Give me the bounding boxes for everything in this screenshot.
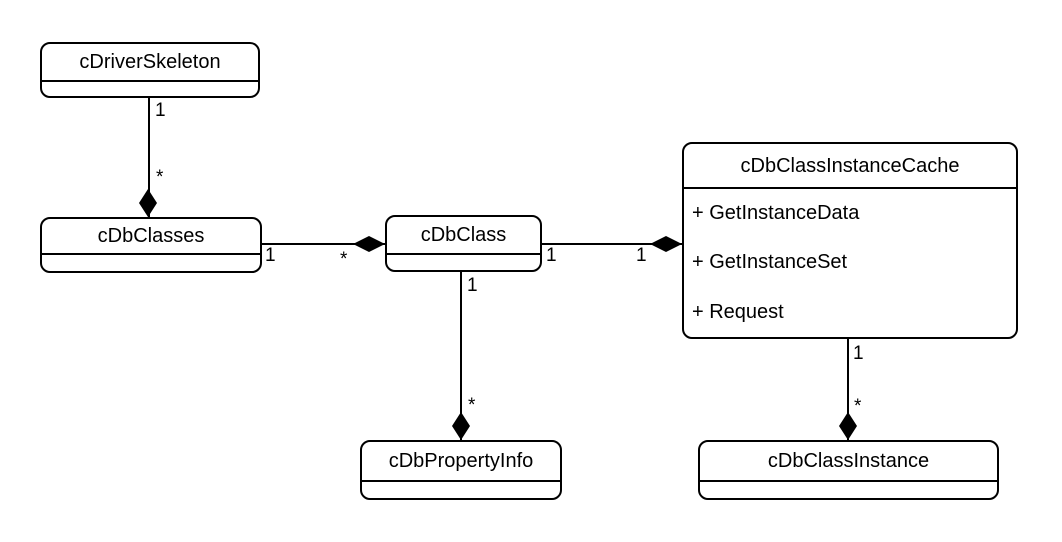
multiplicity-label: 1 (265, 245, 276, 266)
class-box-cdbclassinstancecache[interactable]: cDbClassInstanceCache + GetInstanceData … (682, 142, 1018, 339)
method-label: + Request (692, 300, 784, 323)
composition-diamond-icon (650, 236, 682, 252)
multiplicity-label: * (156, 167, 164, 188)
edge-cdbclass-cdbclassinstancecache[interactable] (542, 243, 682, 245)
multiplicity-label: * (854, 396, 862, 417)
multiplicity-label: 1 (467, 275, 478, 296)
method-label: + GetInstanceSet (692, 251, 848, 274)
multiplicity-label: 1 (636, 245, 647, 266)
multiplicity-label: 1 (155, 100, 166, 121)
class-name-label: cDriverSkeleton (42, 44, 258, 82)
class-name-label: cDbClass (387, 217, 540, 255)
edge-cdbclass-cdbpropertyinfo[interactable] (460, 272, 462, 440)
class-compartment (362, 482, 560, 498)
class-name-label: cDbClassInstance (700, 442, 997, 482)
class-name-label: cDbClassInstanceCache (684, 144, 1016, 189)
composition-diamond-icon (452, 412, 470, 440)
class-compartment (387, 255, 540, 270)
class-box-cdbpropertyinfo[interactable]: cDbPropertyInfo (360, 440, 562, 500)
edge-cdbclassinstancecache-cdbclassinstance[interactable] (847, 339, 849, 440)
class-box-cdbclass[interactable]: cDbClass (385, 215, 542, 272)
class-box-cdriverskeleton[interactable]: cDriverSkeleton (40, 42, 260, 98)
class-compartment (42, 255, 260, 271)
class-methods-compartment: + GetInstanceData + GetInstanceSet + Req… (684, 189, 1016, 337)
class-compartment (700, 482, 997, 498)
multiplicity-label: 1 (853, 343, 864, 364)
class-name-label: cDbClasses (42, 219, 260, 255)
edge-cdbclasses-cdbclass[interactable] (262, 243, 385, 245)
class-compartment (42, 82, 258, 96)
multiplicity-label: * (340, 249, 348, 270)
method-label: + GetInstanceData (692, 202, 860, 225)
multiplicity-label: * (468, 395, 476, 416)
class-box-cdbclasses[interactable]: cDbClasses (40, 217, 262, 273)
class-name-label: cDbPropertyInfo (362, 442, 560, 482)
composition-diamond-icon (139, 189, 157, 217)
class-box-cdbclassinstance[interactable]: cDbClassInstance (698, 440, 999, 500)
edge-cdriverskeleton-cdbclasses[interactable] (148, 98, 150, 217)
composition-diamond-icon (353, 236, 385, 252)
composition-diamond-icon (839, 412, 857, 440)
multiplicity-label: 1 (546, 245, 557, 266)
